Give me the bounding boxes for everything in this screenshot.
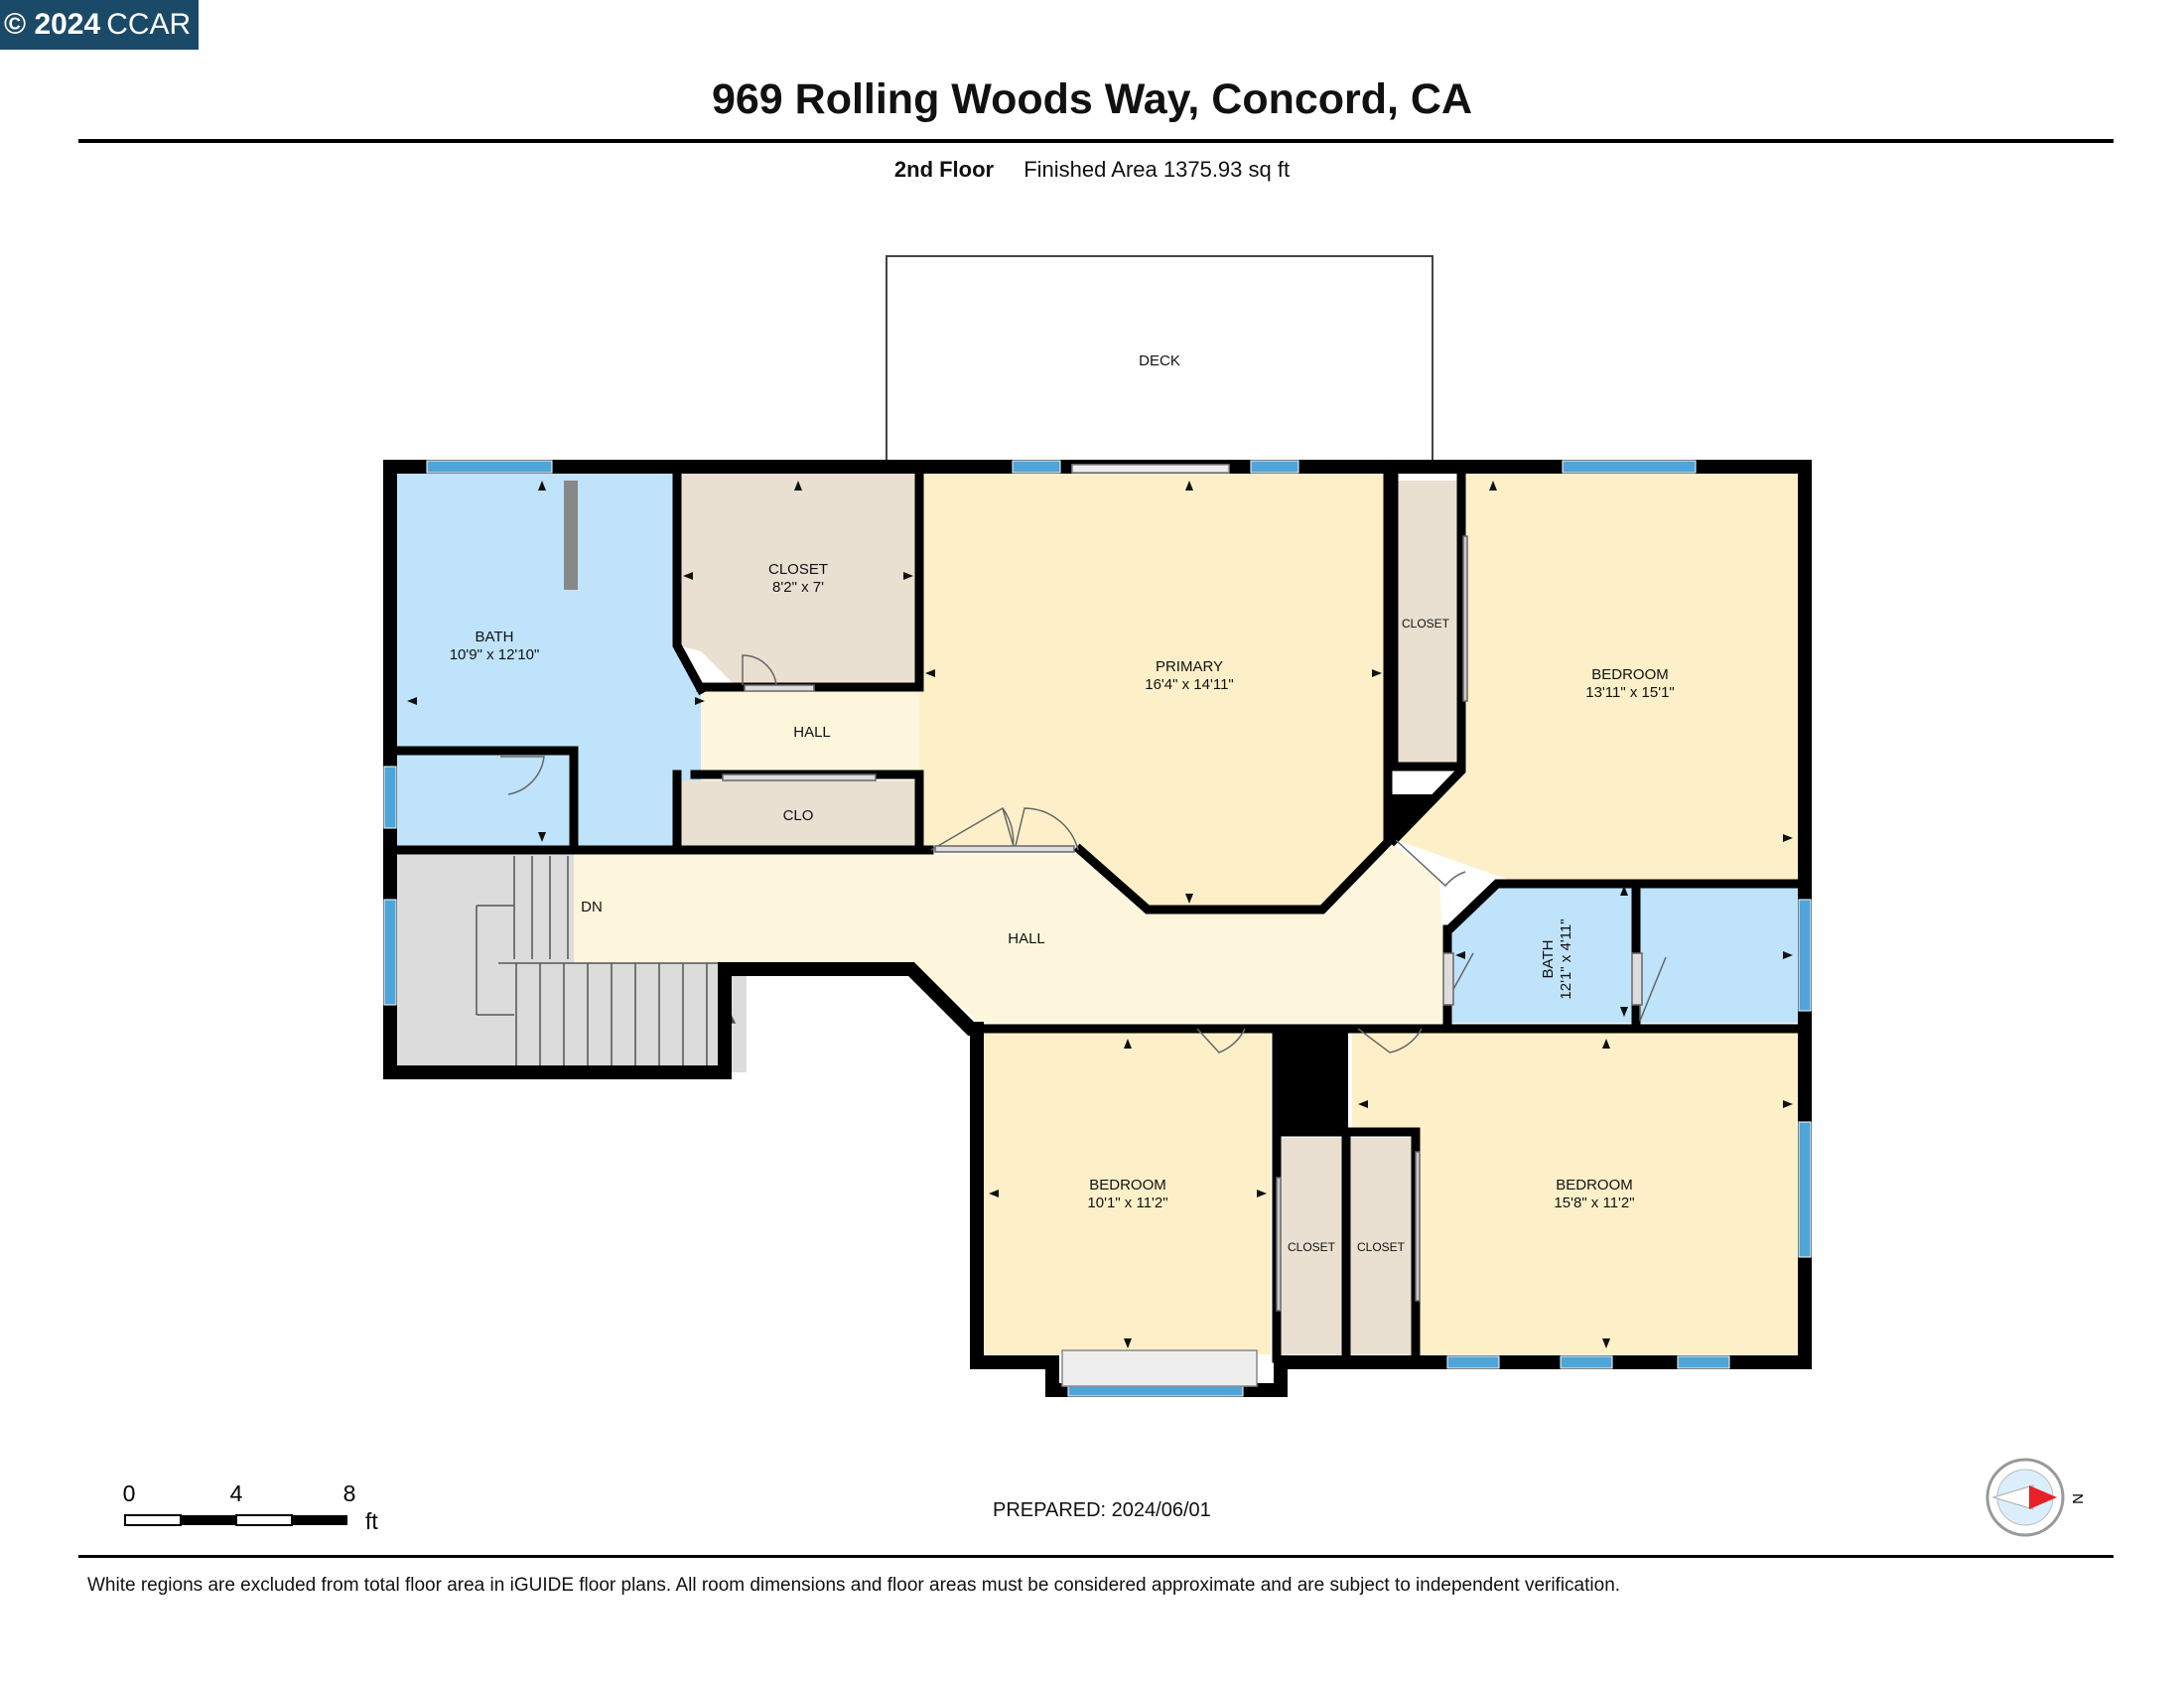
closet-main-dims: 8'2" x 7' — [772, 579, 824, 596]
floor-name: 2nd Floor — [893, 157, 995, 182]
closet-ne-name: CLOSET — [1402, 617, 1450, 631]
clo-floor — [681, 780, 915, 848]
bath-main-floor — [395, 473, 701, 850]
door-swings — [500, 535, 1667, 1312]
compass-icon: N — [1985, 1458, 2086, 1537]
scale-unit: ft — [365, 1508, 378, 1534]
room-labels: DECK BATH 10'9" x 12'10" CLOSET 8'2" x 7… — [450, 352, 1675, 1254]
copyright-year: © 2024 — [4, 8, 101, 41]
dimension-arrows — [407, 481, 1793, 1348]
exterior-wall — [383, 460, 1812, 1397]
hall-main-floor — [574, 840, 1447, 1023]
closet-main-floor — [677, 473, 919, 685]
floor-info: 2nd Floor Finished Area 1375.93 sq ft — [0, 157, 2184, 183]
sliding-door — [1071, 464, 1230, 474]
room-fills — [395, 473, 1799, 1354]
stairs-lower-floor — [508, 963, 747, 1072]
windows — [383, 460, 1812, 1397]
closet-s1-name: CLOSET — [1288, 1240, 1336, 1254]
bedroom-ne-dims: 13'11" x 15'1" — [1585, 684, 1675, 701]
scale-label-0: 0 — [123, 1480, 136, 1506]
deck — [886, 255, 1433, 468]
disclaimer-text: White regions are excluded from total fl… — [87, 1575, 1621, 1596]
bedroom-se-floor — [1352, 1033, 1799, 1354]
hall-upper-name: HALL — [793, 724, 831, 741]
prepared-date: PREPARED: 2024/06/01 — [993, 1499, 1211, 1521]
bath-main-dims: 10'9" x 12'10" — [450, 646, 540, 663]
closet-ne-floor — [1392, 481, 1461, 765]
scale-label-8: 8 — [343, 1480, 356, 1506]
bedroom-sw-dims: 10'1" x 11'2" — [1087, 1195, 1167, 1211]
compass-north-label: N — [2069, 1493, 2086, 1504]
bath-small-floor — [1447, 884, 1799, 1023]
closet-main-name: CLOSET — [768, 561, 828, 578]
footer-divider — [78, 1555, 2114, 1558]
scale-label-4: 4 — [230, 1480, 243, 1506]
scale-bar: 0 4 8 ft — [123, 1480, 379, 1534]
bay-window-sill — [1061, 1349, 1258, 1387]
bedroom-se-name: BEDROOM — [1556, 1177, 1633, 1194]
primary-dims: 16'4" x 14'11" — [1145, 676, 1234, 693]
page-title: 969 Rolling Woods Way, Concord, CA — [711, 75, 1473, 123]
bath-main-lower — [395, 751, 574, 850]
closet-s1-floor — [1281, 1138, 1342, 1354]
bath-small-name: BATH — [1540, 940, 1557, 979]
closet-s2-name: CLOSET — [1357, 1240, 1406, 1254]
primary-name: PRIMARY — [1156, 658, 1223, 675]
hall-main-name: HALL — [1008, 930, 1045, 947]
primary-floor — [919, 473, 1388, 910]
bedroom-ne-name: BEDROOM — [1591, 666, 1669, 683]
stairs-dn-label: DN — [581, 899, 603, 915]
title-divider — [78, 139, 2114, 143]
clo-name: CLO — [783, 807, 814, 824]
copyright-org: CCAR — [106, 8, 192, 41]
copyright-badge: © 2024 CCAR — [0, 0, 199, 50]
finished-area: Finished Area 1375.93 sq ft — [1024, 157, 1291, 182]
bath-small-dims: 12'1" x 4'11" — [1558, 918, 1574, 999]
closet-s2-floor — [1350, 1138, 1412, 1354]
bedroom-sw-floor — [983, 1033, 1271, 1354]
bedroom-ne-floor — [1396, 473, 1799, 880]
deck-label: DECK — [1139, 352, 1180, 369]
bath-main-name: BATH — [476, 629, 514, 645]
hall-upper-floor — [701, 685, 919, 774]
bedroom-se-dims: 15'8" x 11'2" — [1554, 1195, 1634, 1211]
bedroom-sw-name: BEDROOM — [1089, 1177, 1166, 1194]
